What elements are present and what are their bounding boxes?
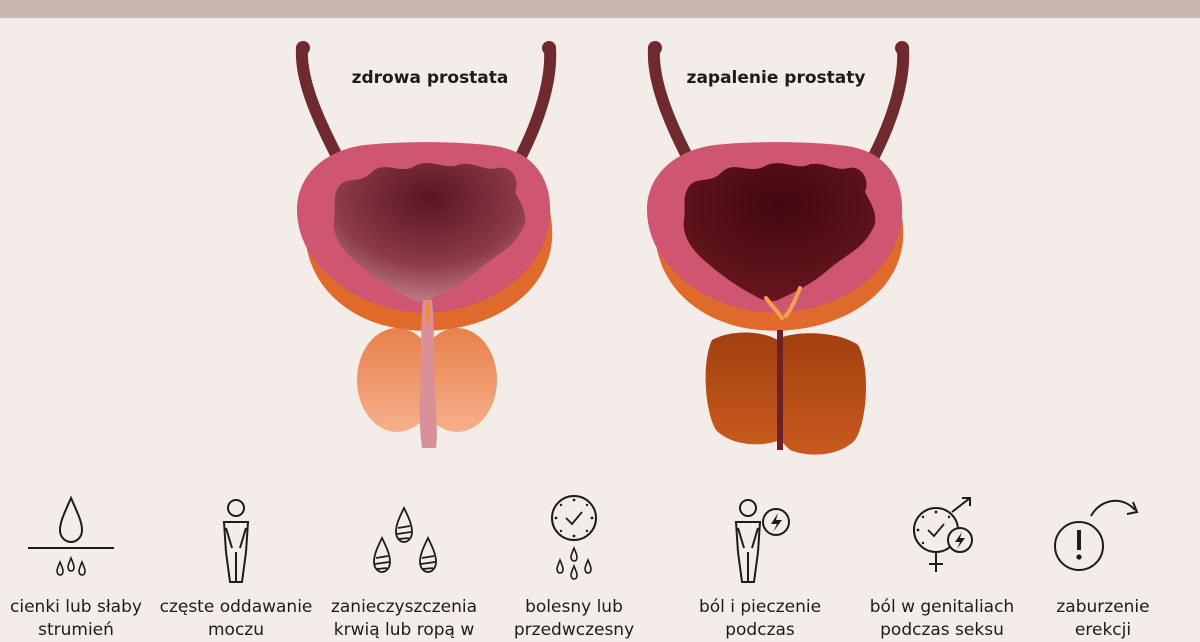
inflamed-prostate-title: zapalenie prostaty <box>686 68 866 88</box>
prostate-diagram <box>295 41 910 455</box>
left-prostate-lobe <box>705 332 780 445</box>
left-ureter <box>647 42 696 168</box>
inflamed-prostate-illustration <box>647 41 910 455</box>
right-ureter <box>512 42 557 168</box>
left-ureter <box>295 42 346 168</box>
symptom-label: bolesny lub <box>525 597 623 617</box>
symptom-label: cienki lub słaby <box>10 597 142 617</box>
symptom-burning-pain: ból i pieczenie podczas <box>675 490 845 642</box>
irritation-mark <box>784 286 802 318</box>
symptom-weak-stream: cienki lub słaby strumień <box>0 490 161 642</box>
top-bar <box>0 0 1200 18</box>
symptom-label: zanieczyszczenia <box>330 597 478 617</box>
blood-drops-icon <box>373 505 437 573</box>
symptom-erectile-dysfunction: zaburzenie erekcji <box>1018 490 1188 642</box>
person-pain-icon <box>734 499 790 583</box>
exclamation-arrow-icon <box>1054 500 1139 571</box>
symptom-label: podczas <box>725 620 795 640</box>
symptom-frequent-urination: częste oddawanie moczu <box>151 490 321 642</box>
urine-flow <box>425 298 431 326</box>
right-prostate-lobe <box>417 328 497 432</box>
symptom-label: zaburzenie <box>1056 597 1150 617</box>
bladder-cavity <box>683 163 876 302</box>
irritation-mark <box>764 296 784 320</box>
symptom-label: strumień <box>38 620 114 640</box>
healthy-prostate-title: zdrowa prostata <box>351 68 509 88</box>
right-ureter <box>865 42 910 168</box>
symptom-label: podczas seksu <box>880 620 1004 640</box>
symptom-blood-in-urine: zanieczyszczenia krwią lub ropą w <box>319 490 489 642</box>
healthy-prostate-illustration <box>295 41 557 448</box>
symptom-label: ból i pieczenie <box>698 597 822 617</box>
clock-drops-icon <box>551 495 597 580</box>
urethra <box>777 330 783 450</box>
symptom-label: moczu <box>207 620 264 640</box>
water-drop-stream-icon <box>28 495 114 576</box>
symptom-label: ból w genitaliach <box>869 597 1015 617</box>
symptom-label: częste oddawanie <box>159 597 313 617</box>
clock-gender-icon <box>913 497 973 572</box>
right-prostate-lobe <box>780 333 866 455</box>
symptom-label: krwią lub ropą w <box>333 620 475 640</box>
urethra <box>419 300 437 448</box>
person-urgency-icon <box>222 499 250 583</box>
symptom-genital-pain: ból w genitaliach podczas seksu <box>857 490 1027 642</box>
symptom-label: erekcji <box>1074 620 1132 640</box>
symptom-painful-ejaculation: bolesny lub przedwczesny <box>489 490 659 642</box>
left-prostate-lobe <box>357 328 437 432</box>
symptom-label: przedwczesny <box>513 620 635 640</box>
bladder-cavity <box>333 163 526 302</box>
